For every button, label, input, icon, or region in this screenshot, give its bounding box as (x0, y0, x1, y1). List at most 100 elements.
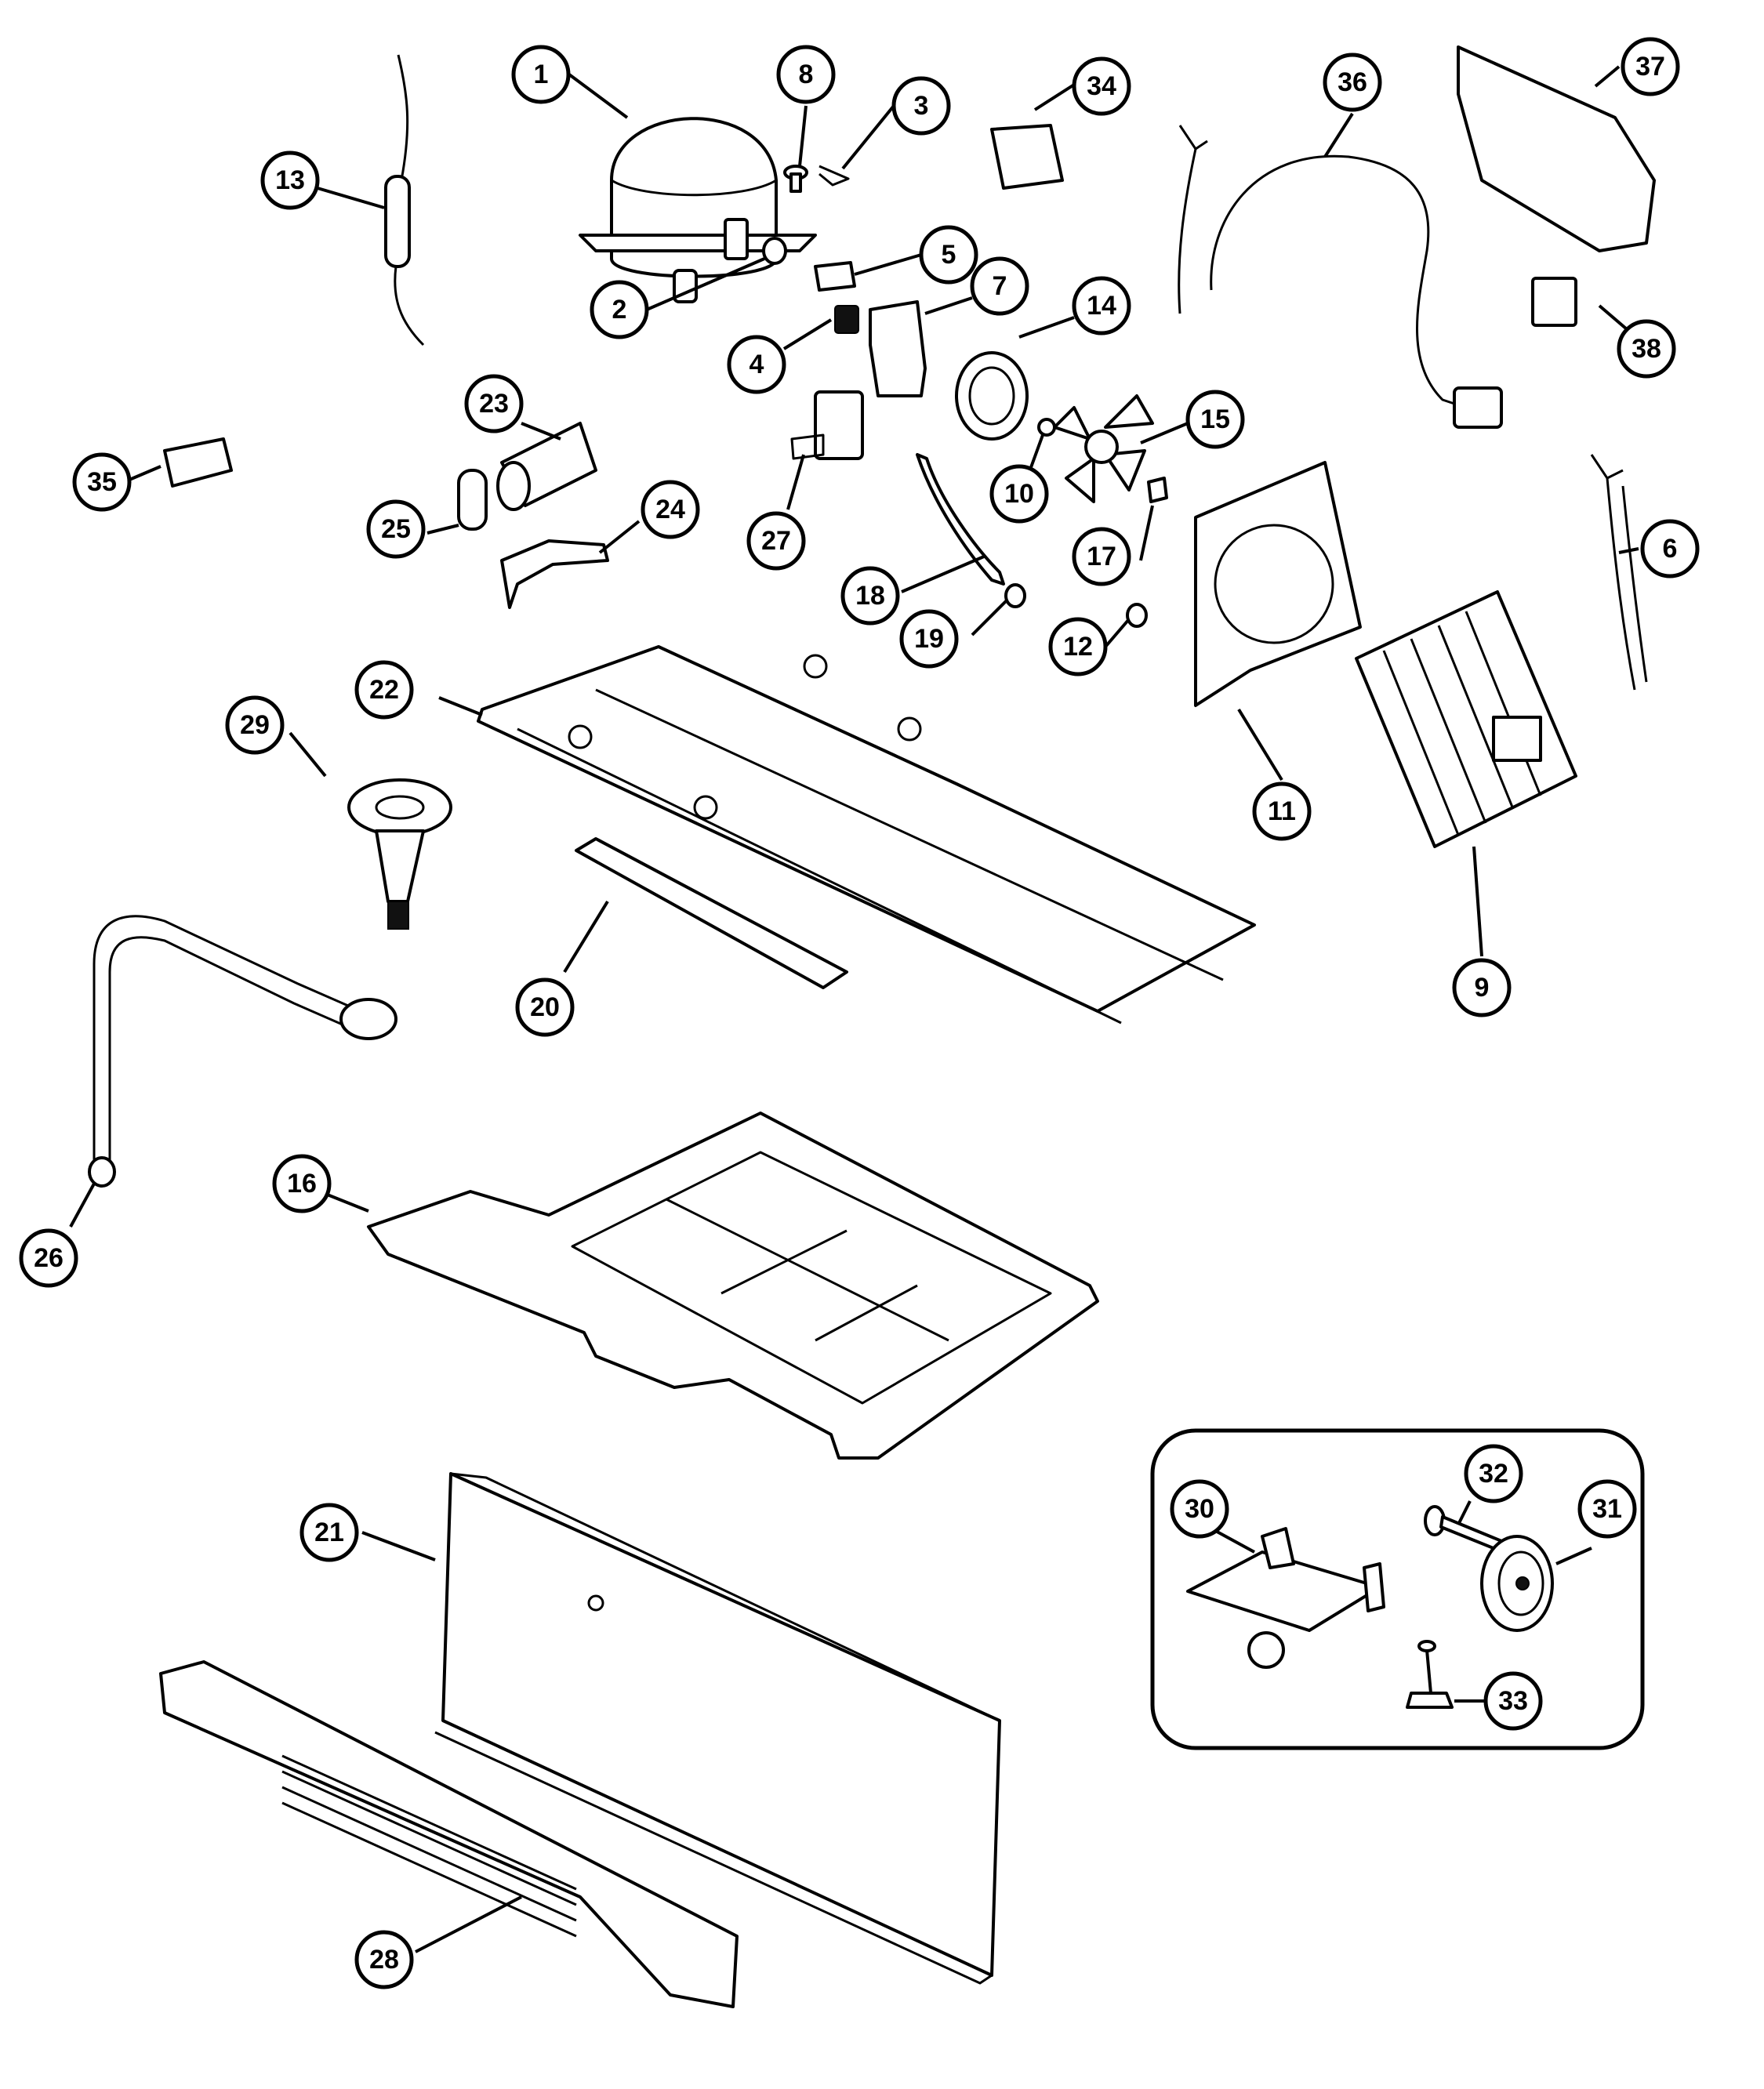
svg-text:24: 24 (655, 495, 685, 524)
part-14-fan-motor (955, 351, 1029, 441)
callout-30: 30 (1170, 1479, 1229, 1539)
svg-text:19: 19 (914, 624, 944, 654)
svg-text:18: 18 (855, 581, 885, 611)
callout-23: 23 (464, 374, 524, 433)
callout-38: 38 (1617, 319, 1676, 379)
callout-7: 7 (970, 256, 1029, 316)
part-5-bracket (814, 261, 856, 292)
callout-4: 4 (727, 335, 786, 394)
part-25-boot (457, 469, 488, 531)
callout-5: 5 (919, 225, 978, 285)
callout-6: 6 (1640, 519, 1700, 578)
svg-text:27: 27 (761, 526, 791, 556)
part-34-relay-cover (990, 124, 1064, 190)
svg-text:17: 17 (1087, 542, 1116, 571)
svg-text:1: 1 (534, 60, 549, 89)
part-13-drier (384, 54, 425, 346)
leader-lines (69, 65, 1639, 1953)
callout-10: 10 (989, 464, 1049, 524)
svg-text:22: 22 (369, 675, 399, 705)
part-2-grommet (762, 237, 787, 265)
part-11-fan-shroud (1194, 461, 1362, 707)
svg-text:30: 30 (1185, 1494, 1214, 1524)
part-37-cover (1457, 45, 1656, 252)
part-3-clip (818, 165, 850, 187)
callout-12: 12 (1048, 617, 1108, 676)
callout-32: 32 (1464, 1444, 1523, 1503)
callout-24: 24 (641, 480, 700, 539)
part-21-access-panel (434, 1472, 1001, 1985)
svg-text:15: 15 (1200, 404, 1230, 434)
callout-34: 34 (1072, 56, 1131, 116)
svg-text:38: 38 (1632, 334, 1661, 364)
svg-text:16: 16 (287, 1169, 317, 1199)
roller-inset-frame (1150, 1428, 1645, 1750)
part-28-toe-grille (159, 1660, 739, 2008)
svg-text:23: 23 (479, 389, 509, 419)
part-16-drain-pan (367, 1112, 1099, 1460)
part-36-power-cord (1178, 125, 1503, 429)
callout-31: 31 (1577, 1479, 1637, 1539)
callout-18: 18 (840, 566, 900, 626)
part-26-drain-tube (88, 915, 397, 1188)
part-6-power-cord (1590, 454, 1648, 691)
svg-text:28: 28 (369, 1945, 399, 1975)
callout-13: 13 (260, 151, 320, 210)
callout-29: 29 (225, 695, 285, 755)
callout-36: 36 (1323, 53, 1382, 112)
callout-33: 33 (1483, 1671, 1543, 1731)
callout-27: 27 (746, 511, 806, 571)
callout-21: 21 (299, 1503, 359, 1562)
callout-19: 19 (899, 609, 959, 669)
callout-28: 28 (354, 1930, 414, 1989)
part-29-drain-trough (347, 778, 452, 930)
part-30-roller-bracket (1186, 1527, 1385, 1669)
part-27-harness (790, 390, 864, 460)
svg-text:26: 26 (34, 1243, 64, 1273)
svg-text:5: 5 (942, 240, 956, 270)
svg-text:20: 20 (530, 992, 560, 1022)
svg-text:29: 29 (240, 710, 270, 740)
svg-text:25: 25 (381, 514, 411, 544)
svg-text:11: 11 (1268, 796, 1296, 826)
part-23-capacitor (496, 422, 597, 511)
part-7-overload (869, 300, 927, 397)
part-35-switch (163, 437, 233, 488)
svg-text:10: 10 (1004, 479, 1034, 509)
svg-text:6: 6 (1663, 534, 1678, 564)
svg-text:35: 35 (87, 467, 117, 497)
part-20-insulation (575, 837, 848, 989)
svg-text:8: 8 (799, 60, 814, 89)
svg-text:33: 33 (1498, 1686, 1528, 1716)
callout-14: 14 (1072, 276, 1131, 335)
callout-16: 16 (272, 1154, 332, 1213)
part-24-clamp (500, 539, 609, 609)
callout-20: 20 (515, 977, 575, 1037)
part-1-compressor (579, 117, 817, 303)
svg-text:34: 34 (1087, 71, 1116, 101)
callout-37: 37 (1621, 37, 1680, 96)
callout-35: 35 (72, 452, 132, 512)
svg-text:14: 14 (1087, 291, 1116, 321)
svg-text:32: 32 (1479, 1459, 1508, 1489)
svg-text:9: 9 (1475, 973, 1490, 1003)
svg-text:2: 2 (612, 295, 627, 325)
part-17-bracket (1147, 477, 1168, 503)
svg-text:37: 37 (1635, 52, 1665, 82)
callout-9: 9 (1452, 958, 1512, 1017)
part-8-screw (783, 165, 808, 193)
part-38-connector (1531, 277, 1577, 327)
part-31-wheel (1480, 1535, 1554, 1632)
callout-3: 3 (891, 76, 951, 136)
part-12-grommet (1126, 603, 1148, 628)
svg-text:12: 12 (1063, 632, 1093, 662)
callout-15: 15 (1185, 390, 1245, 449)
part-19-grommet (1004, 583, 1026, 608)
callout-26: 26 (19, 1228, 78, 1288)
callout-22: 22 (354, 660, 414, 720)
part-15-fan-blade (1053, 394, 1154, 503)
callout-2: 2 (590, 280, 649, 339)
svg-text:31: 31 (1592, 1494, 1622, 1524)
part-9-condenser (1355, 590, 1577, 848)
